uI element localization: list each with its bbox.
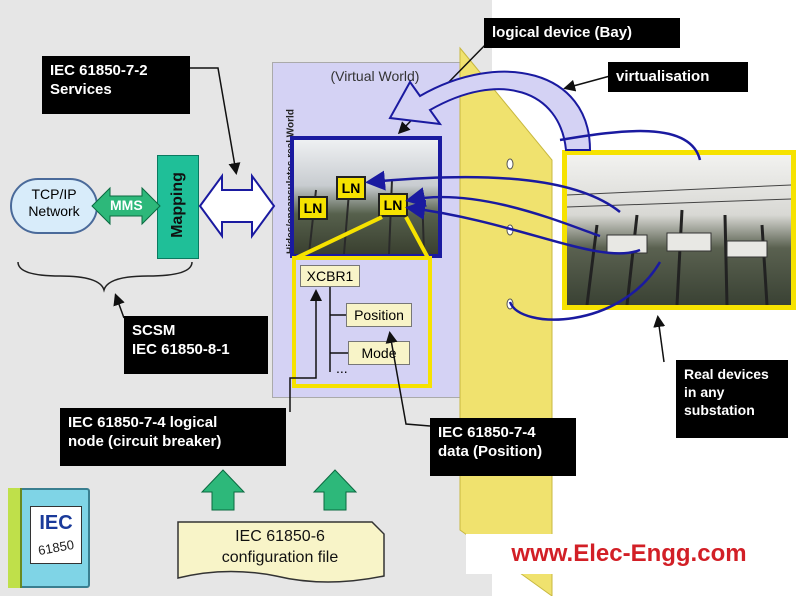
logical-node-label: IEC 61850-7-4 logical node (circuit brea… <box>60 408 286 466</box>
xcbr1-box: XCBR1 <box>300 265 360 287</box>
virtual-world-label: (Virtual World) <box>330 68 420 84</box>
tcpip-label: TCP/IP Network <box>28 186 80 219</box>
xcbr1-tree-lines <box>329 287 348 372</box>
config-file-label: IEC 61850-6 configuration file <box>221 528 339 566</box>
mms-double-arrow <box>91 186 161 226</box>
config-file-document <box>177 521 385 583</box>
ln-box-3: LN <box>378 193 408 217</box>
logical-node-frame <box>292 256 432 388</box>
real-to-virtual-links <box>365 129 702 321</box>
scsm-brace <box>17 261 193 293</box>
scsm-callout-line <box>113 293 125 319</box>
book-label-panel <box>30 506 82 564</box>
mapping-box <box>157 155 199 259</box>
real-substation-photo <box>562 150 796 310</box>
mode-box: Mode <box>348 341 410 365</box>
ln-box-1: LN <box>336 176 366 200</box>
panel-hole-1 <box>506 158 514 170</box>
virtualisation-arrow <box>388 70 592 151</box>
virtualisation-label: virtualisation <box>608 62 748 92</box>
book-spine <box>8 488 22 588</box>
services-double-arrow <box>198 172 276 240</box>
services-label: IEC 61850-7-2 Services <box>42 56 190 114</box>
scsm-label: SCSM IEC 61850-8-1 <box>124 316 268 374</box>
ln-frame-connectors <box>295 215 430 260</box>
position-box: Position <box>346 303 412 327</box>
real-devices-label: Real devices in any substation <box>676 360 788 438</box>
logical-device-label: logical device (Bay) <box>484 18 680 48</box>
ellipsis-label: ... <box>336 360 348 376</box>
services-callout-line <box>190 67 241 175</box>
data-position-label: IEC 61850-7-4 data (Position) <box>430 418 576 476</box>
book-title: IEC <box>39 512 73 534</box>
real-devices-callout-line <box>653 315 666 363</box>
logical-node-callout-line <box>289 289 322 412</box>
data-position-callout-line <box>385 331 431 427</box>
ln-box-2: LN <box>298 196 328 220</box>
website-label: www.Elec-Engg.com <box>466 534 792 574</box>
config-arrow-left <box>200 469 246 511</box>
virtualisation-callout-line <box>563 75 611 92</box>
config-arrow-right <box>312 469 358 511</box>
mms-label: MMS <box>110 197 143 213</box>
